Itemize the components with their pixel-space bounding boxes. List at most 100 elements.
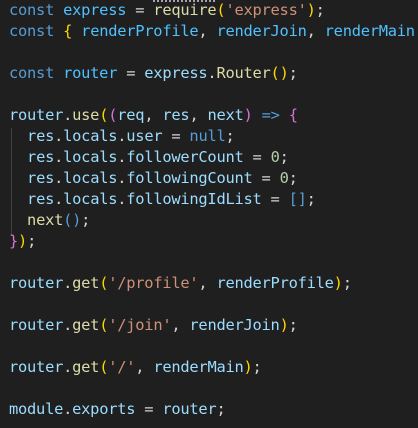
code-token: locals	[63, 169, 118, 187]
code-token: {	[288, 106, 298, 124]
code-line[interactable]: res.locals.followingCount = 0;	[9, 168, 298, 189]
code-token: ,	[306, 22, 325, 40]
code-token: (	[99, 316, 109, 334]
code-token: =	[261, 190, 289, 208]
code-token: res	[27, 127, 55, 145]
code-token: 0	[279, 169, 289, 187]
code-token: .	[63, 106, 73, 124]
code-token: ,	[198, 274, 217, 292]
code-line[interactable]: const { renderProfile, renderJoin, rende…	[9, 21, 418, 42]
code-line[interactable]: const express = require('express');	[9, 0, 325, 21]
code-token: router	[9, 106, 64, 124]
code-token	[72, 22, 81, 40]
code-token: )	[333, 274, 343, 292]
code-token: ;	[216, 400, 226, 418]
code-line[interactable]: next();	[9, 210, 90, 231]
code-token: =	[135, 400, 163, 418]
code-token: ;	[315, 1, 325, 19]
code-line[interactable]: res.locals.user = null;	[9, 126, 235, 147]
code-token: '/'	[108, 358, 136, 376]
code-token: res	[162, 106, 190, 124]
code-token: followingCount	[126, 169, 253, 187]
code-token: 'express'	[225, 1, 307, 19]
code-token: )	[279, 316, 289, 334]
code-token: ;	[288, 169, 298, 187]
code-token: )	[306, 1, 316, 19]
code-token: )	[243, 106, 253, 124]
code-token: (	[216, 1, 226, 19]
code-token	[9, 169, 27, 187]
code-token: .	[54, 169, 64, 187]
code-token: ;	[288, 64, 298, 82]
code-token: res	[27, 190, 55, 208]
code-token: ,	[144, 106, 163, 124]
code-line[interactable]: });	[9, 231, 36, 252]
code-token: .	[117, 190, 127, 208]
code-line[interactable]: router.get('/', renderMain);	[9, 357, 262, 378]
code-token	[280, 106, 289, 124]
code-token: ,	[171, 316, 190, 334]
code-token: express	[63, 1, 127, 19]
code-token: res	[27, 148, 55, 166]
code-token: {	[63, 22, 73, 40]
code-token: ;	[225, 127, 235, 145]
code-line[interactable]: router.get('/join', renderJoin);	[9, 315, 298, 336]
code-token: module	[9, 400, 64, 418]
code-token: =>	[261, 106, 280, 124]
code-token: use	[72, 106, 100, 124]
code-token: ,	[198, 22, 217, 40]
code-token: .	[207, 64, 217, 82]
code-token: router	[9, 274, 64, 292]
code-token: express	[144, 64, 208, 82]
code-token: renderProfile	[216, 274, 334, 292]
code-token: ;	[306, 190, 316, 208]
code-token: '/join'	[108, 316, 172, 334]
code-token: const	[9, 1, 64, 19]
code-token	[253, 106, 262, 124]
code-token: .	[63, 316, 73, 334]
code-token: (	[99, 358, 109, 376]
code-token: =	[126, 1, 154, 19]
code-token: =	[162, 127, 190, 145]
code-token: =	[252, 169, 280, 187]
code-token: .	[63, 358, 73, 376]
code-token: ()	[63, 211, 82, 229]
code-token: .	[54, 127, 64, 145]
code-token: get	[72, 274, 100, 292]
code-token: next	[207, 106, 244, 124]
code-token: const	[9, 64, 64, 82]
code-line[interactable]: const router = express.Router();	[9, 63, 298, 84]
code-token: get	[72, 316, 100, 334]
code-line[interactable]: res.locals.followerCount = 0;	[9, 147, 289, 168]
code-token: )	[18, 232, 28, 250]
code-token: Router	[216, 64, 271, 82]
code-token	[9, 211, 27, 229]
code-token: locals	[63, 190, 118, 208]
code-token: renderMain	[153, 358, 244, 376]
code-token: locals	[63, 127, 118, 145]
code-token: ;	[27, 232, 37, 250]
code-token: .	[117, 169, 127, 187]
code-token	[9, 127, 27, 145]
code-line[interactable]: router.use((req, res, next) => {	[9, 105, 298, 126]
code-token: exports	[72, 400, 136, 418]
code-token: ()	[270, 64, 289, 82]
code-line[interactable]: res.locals.followingIdList = [];	[9, 189, 316, 210]
code-token: renderJoin	[216, 22, 307, 40]
code-token: .	[117, 148, 127, 166]
code-token: .	[63, 400, 73, 418]
code-token: ;	[279, 148, 289, 166]
code-token: router	[9, 358, 64, 376]
code-token	[9, 148, 27, 166]
code-token: renderMain	[324, 22, 415, 40]
code-line[interactable]: module.exports = router;	[9, 399, 226, 420]
code-token: followerCount	[126, 148, 244, 166]
code-line[interactable]: router.get('/profile', renderProfile);	[9, 273, 352, 294]
code-token: .	[63, 274, 73, 292]
code-token: =	[243, 148, 271, 166]
code-token: ;	[81, 211, 91, 229]
code-token: null	[189, 127, 226, 145]
code-token: 0	[270, 148, 280, 166]
code-token: router	[162, 400, 217, 418]
